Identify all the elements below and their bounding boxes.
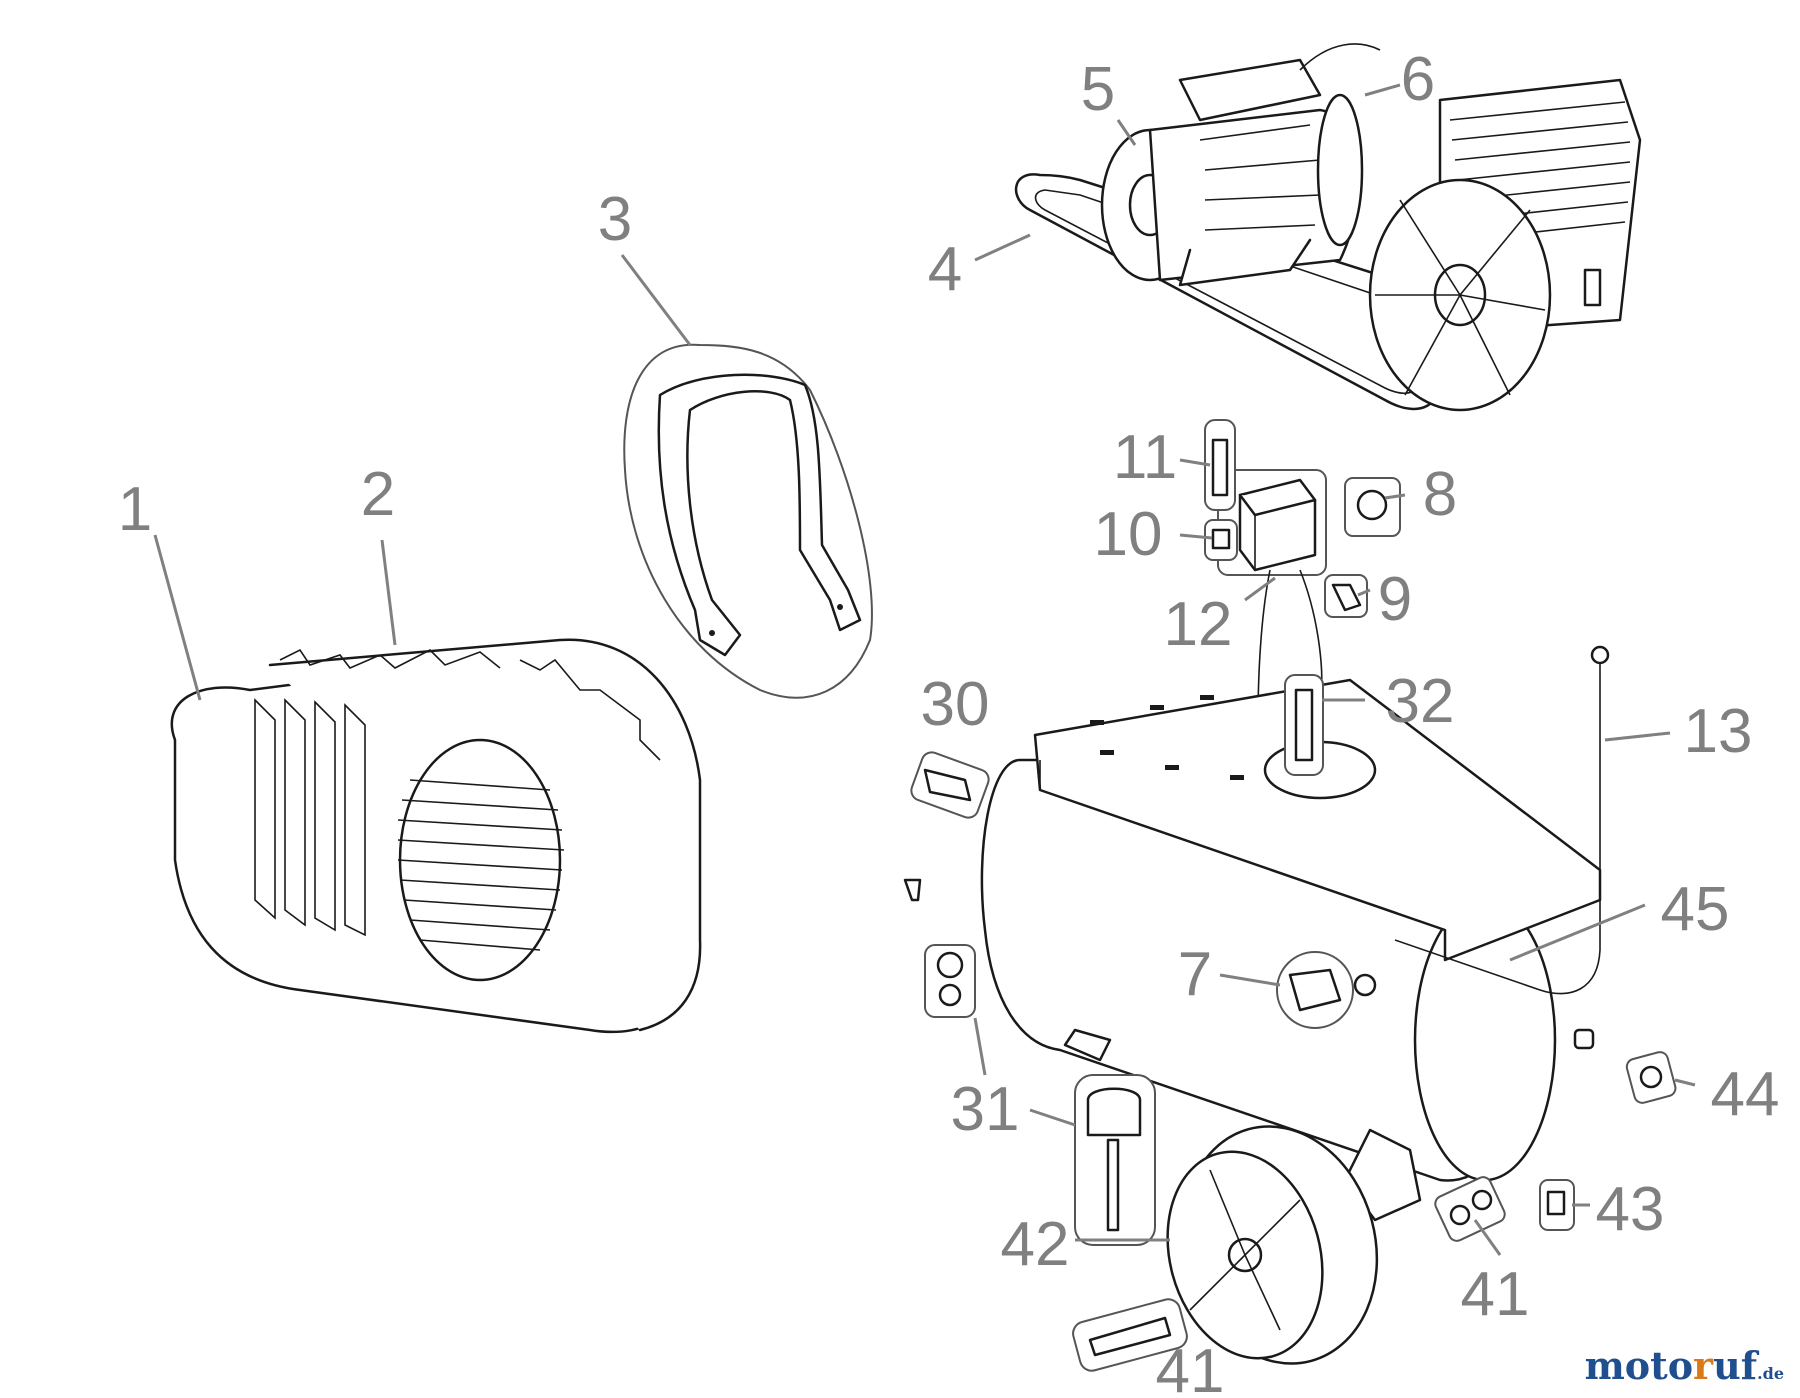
label-part-9: 9 — [1378, 565, 1412, 634]
label-part-7: 7 — [1178, 940, 1212, 1009]
electric-motor — [1100, 43, 1381, 287]
motoruf-watermark: motoruf.de — [1585, 1343, 1784, 1388]
label-part-13: 13 — [1684, 697, 1753, 766]
label-part-42: 42 — [1001, 1210, 1070, 1279]
label-part-2: 2 — [361, 460, 395, 529]
label-part-8: 8 — [1423, 460, 1457, 529]
label-part-5: 5 — [1081, 55, 1115, 124]
label-part-41-right: 41 — [1461, 1260, 1530, 1329]
label-part-30: 30 — [921, 670, 990, 739]
watermark-part-a: moto — [1584, 1343, 1694, 1388]
part-labels: 1 2 3 4 5 6 11 8 10 9 12 30 32 13 45 7 3… — [118, 45, 1780, 1398]
label-part-3: 3 — [598, 185, 632, 254]
label-part-4: 4 — [928, 235, 962, 304]
label-part-31: 31 — [951, 1075, 1020, 1144]
label-part-45: 45 — [1661, 875, 1730, 944]
label-part-44: 44 — [1711, 1060, 1780, 1129]
leader-lines — [153, 83, 1696, 1256]
wheel — [1166, 1125, 1379, 1365]
label-part-12: 12 — [1164, 590, 1233, 659]
label-part-11: 11 — [1113, 423, 1177, 492]
label-part-41-bottom: 41 — [1156, 1337, 1225, 1398]
watermark-part-c: uf — [1713, 1343, 1758, 1388]
label-part-32: 32 — [1386, 667, 1455, 736]
label-part-1: 1 — [118, 475, 152, 544]
compressor-pump — [1368, 78, 1642, 412]
label-part-10: 10 — [1094, 500, 1163, 569]
air-tank — [980, 645, 1610, 1222]
watermark-part-b: r — [1693, 1343, 1714, 1388]
label-part-6: 6 — [1401, 45, 1435, 114]
loose-parts — [903, 751, 1677, 1372]
belt-guard-cover — [170, 638, 702, 1034]
watermark-part-d: .de — [1757, 1364, 1784, 1383]
label-part-43: 43 — [1596, 1175, 1665, 1244]
bracket-callout — [623, 343, 873, 699]
